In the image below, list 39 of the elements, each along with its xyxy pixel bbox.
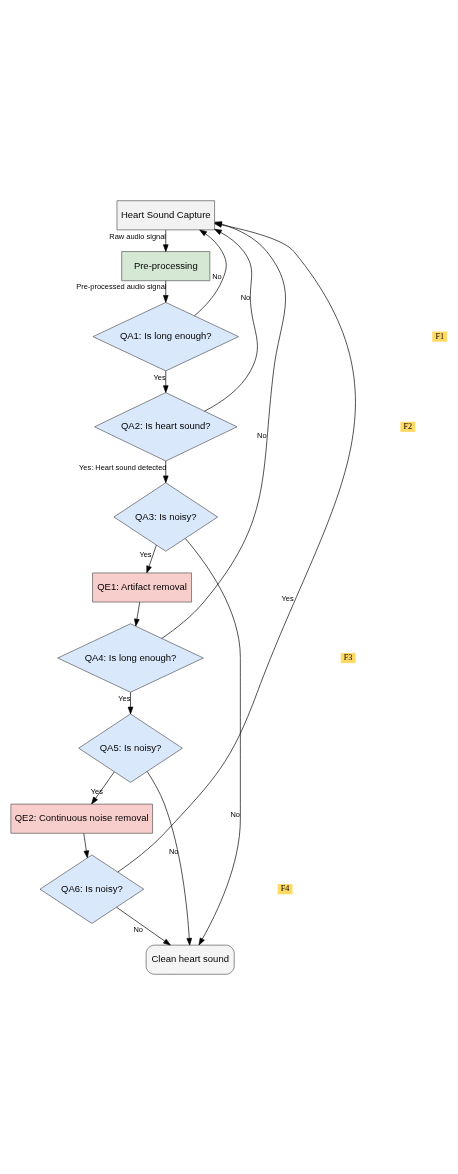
arrow [127, 691, 134, 714]
arrow [163, 279, 169, 303]
edge-label: No [212, 271, 222, 281]
arrow [185, 537, 241, 945]
edge-label: Yes [118, 693, 131, 703]
edge-label: No [230, 809, 241, 819]
node-diamond: QA2: Is heart sound? [94, 391, 238, 461]
node-box: Clean heart sound [145, 944, 235, 975]
edge-label: Yes: Heart sound detected [79, 462, 167, 472]
arrow [163, 370, 169, 393]
arrow [163, 460, 169, 483]
edge-label: No [257, 430, 267, 440]
node-box: Heart Sound Capture [116, 199, 215, 230]
arrow [204, 228, 258, 411]
edge-label: No [168, 846, 179, 856]
node-diamond: QA3: Is noisy? [113, 481, 218, 552]
arrow [194, 229, 227, 316]
arrow [91, 771, 115, 804]
node-box: Pre-processing [121, 250, 211, 281]
node-box: QE2: Continuous noise removal [10, 803, 153, 834]
edge-label: Yes [281, 593, 294, 603]
arrow [116, 906, 171, 945]
edge-label: Yes [90, 786, 103, 796]
arrow [146, 770, 192, 945]
arrow [134, 601, 141, 626]
arrow [163, 229, 169, 252]
node-diamond: QA4: Is long enough? [57, 622, 204, 693]
node-diamond: QA5: Is noisy? [78, 713, 183, 783]
arrow [146, 544, 157, 573]
arrow [83, 832, 90, 858]
edge-label: Yes [139, 549, 152, 559]
node-box: QE1: Artifact removal [92, 572, 192, 602]
edge-label: No [133, 924, 144, 934]
edge-label: Raw audio signal [109, 231, 166, 241]
edge-label: Yes [153, 372, 166, 382]
edge-label: No [240, 292, 251, 302]
node-diamond: QA6: Is noisy? [39, 854, 145, 924]
node-diamond: QA1: Is long enough? [92, 301, 239, 371]
edge-label: Pre-processed audio signal [76, 281, 167, 291]
